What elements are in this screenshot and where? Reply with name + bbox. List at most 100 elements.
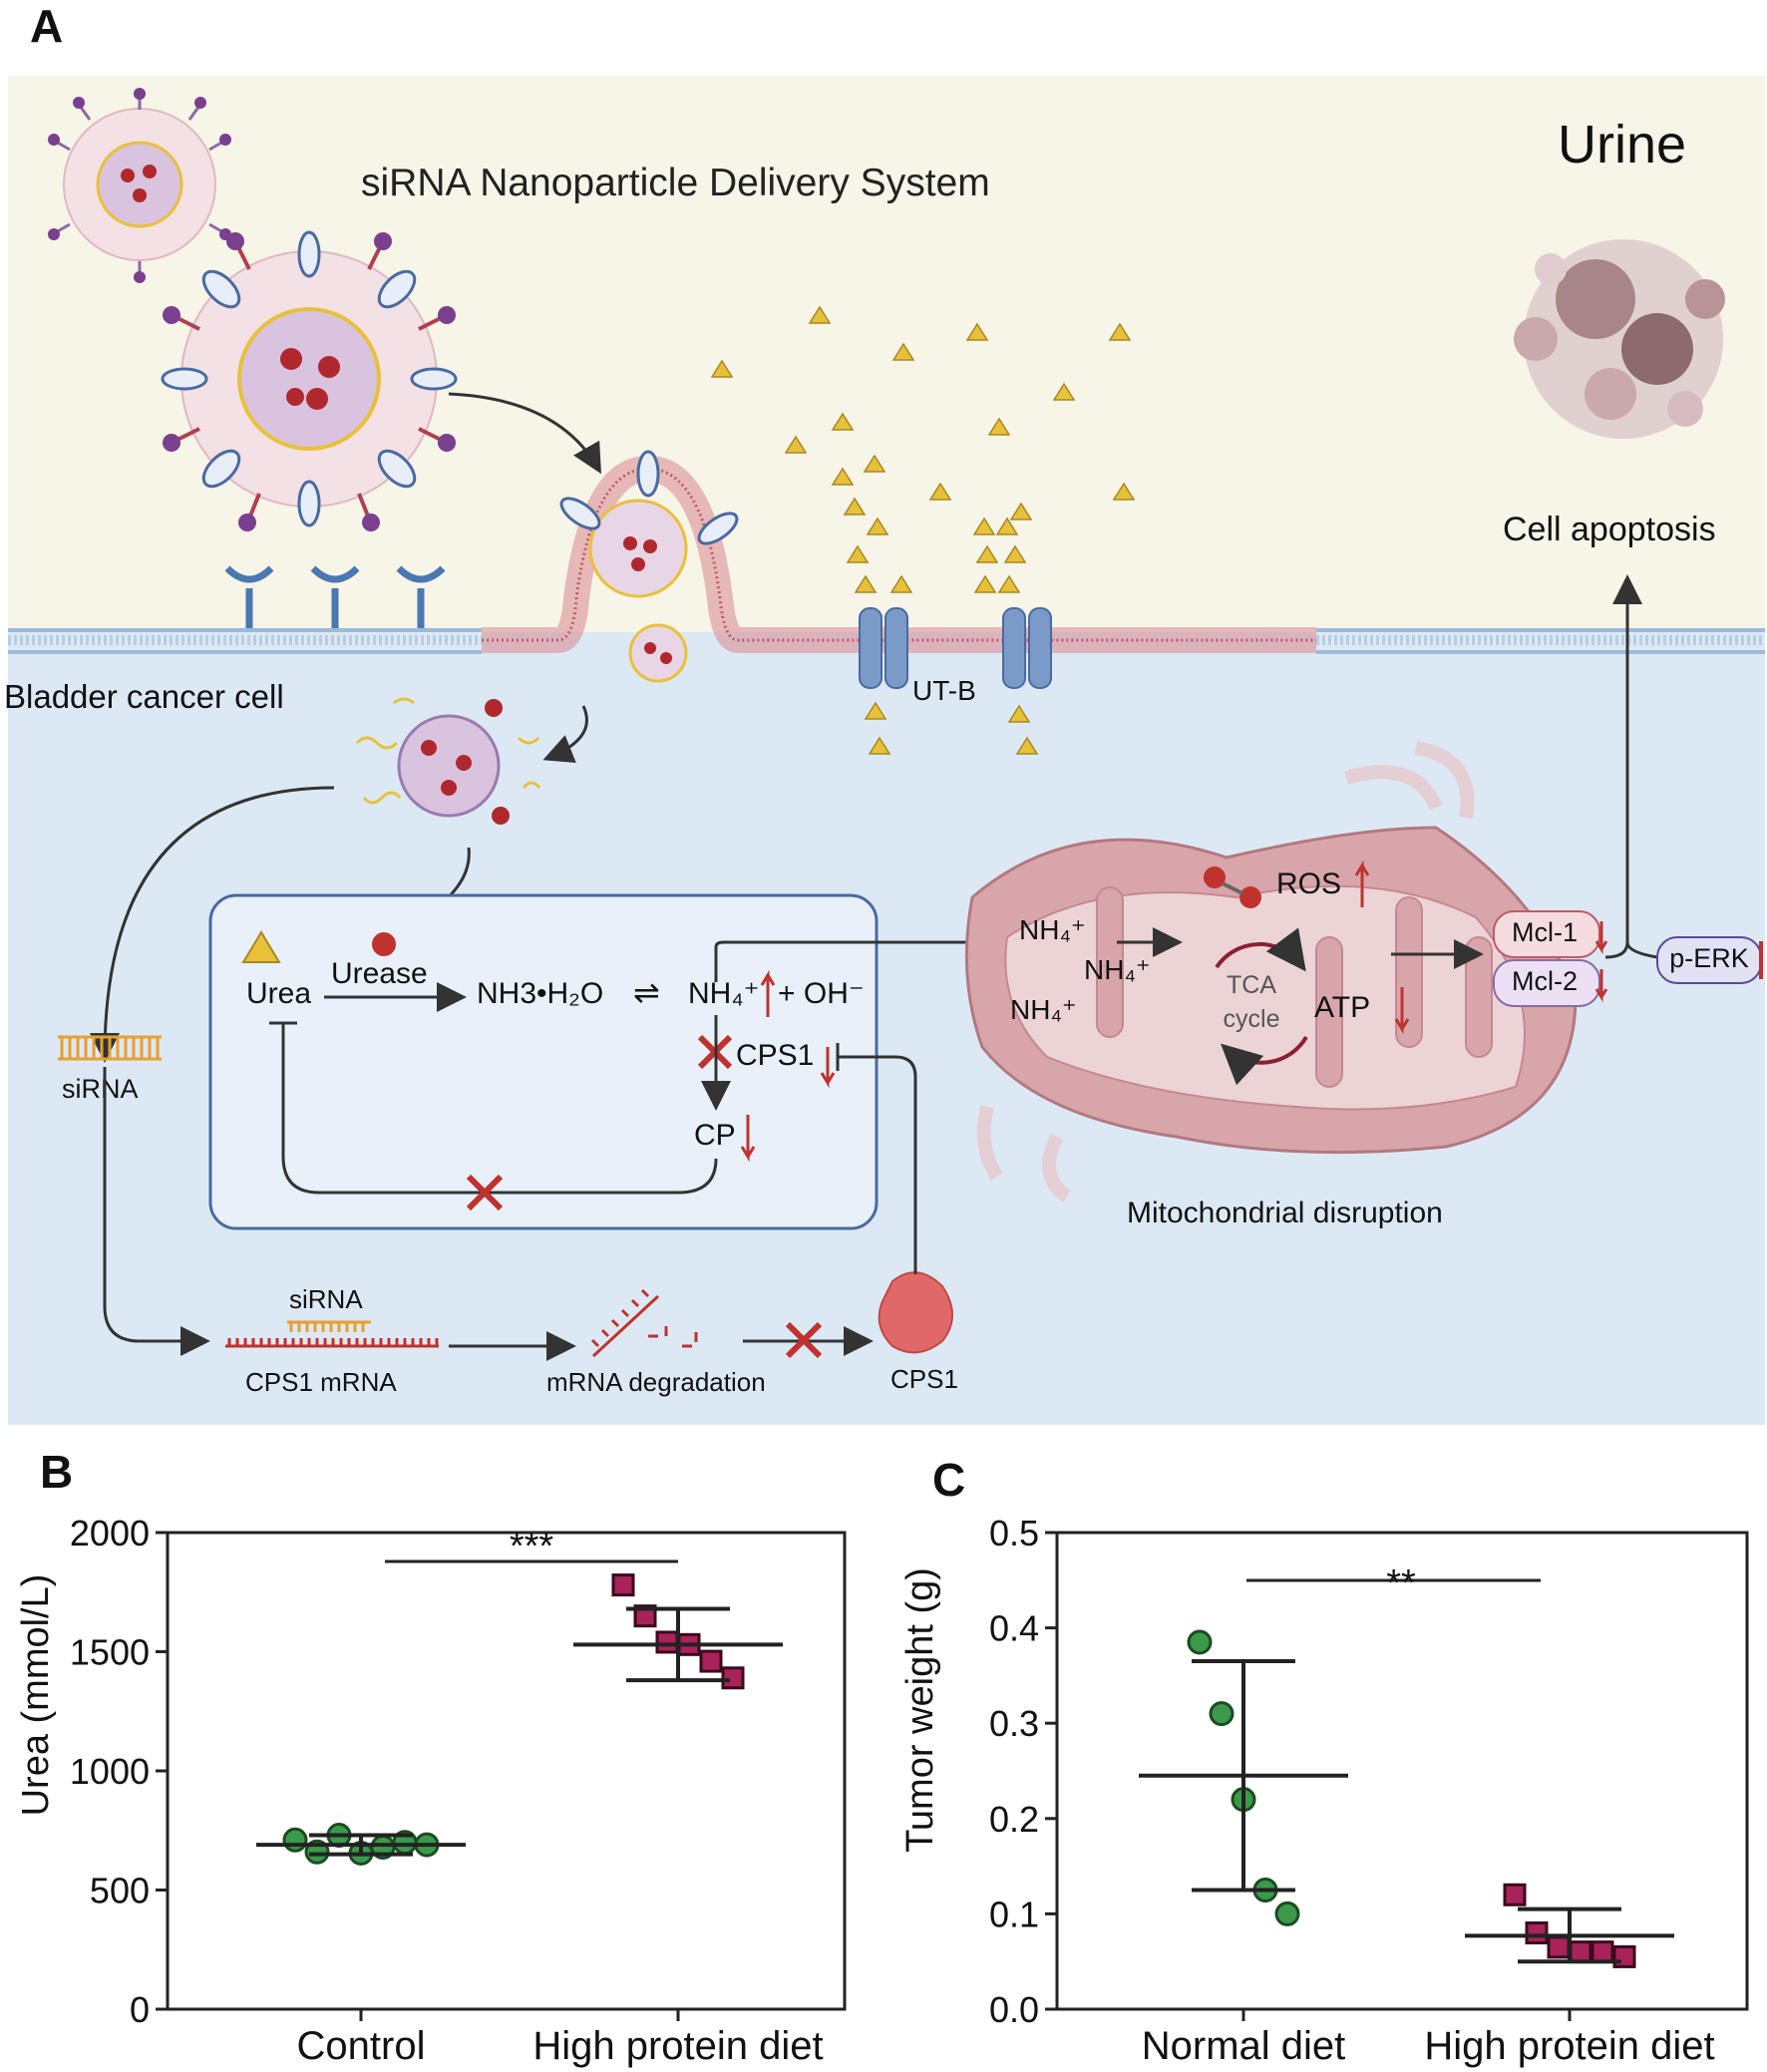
nh3-label: NH3•H₂O xyxy=(477,977,603,1010)
nanoparticle-small xyxy=(48,88,231,283)
mcl2-box xyxy=(1493,959,1600,1007)
c-point xyxy=(1612,1944,1636,1968)
mitochondrion xyxy=(964,741,1578,1203)
panel-c-y-axis: 0.00.10.20.30.40.5 xyxy=(989,1513,1057,2030)
core-to-sirna-arrow xyxy=(90,786,335,1063)
panel-b-letter: B xyxy=(40,1446,73,1498)
cp-feedback-line xyxy=(281,1023,718,1195)
cps1-protein-icon xyxy=(878,1271,953,1354)
nh4-label: NH₄⁺ xyxy=(688,977,759,1010)
cp-down-arrow xyxy=(740,1115,756,1163)
b-point xyxy=(655,1630,679,1654)
c-ytick-label: 0.3 xyxy=(989,1703,1039,1744)
panel-a: A xyxy=(4,0,1765,1425)
equilibrium-label: ⇌ xyxy=(633,974,660,1010)
mrna-fragments xyxy=(590,1288,698,1358)
nh4-to-mito-arrow xyxy=(714,927,1013,982)
urea-label: Urea xyxy=(246,977,311,1010)
b-point xyxy=(611,1573,635,1597)
atp-label: ATP xyxy=(1314,991,1370,1024)
b-xtick-label: Control xyxy=(297,2024,426,2068)
oh-label: + OH⁻ xyxy=(778,977,865,1010)
cps1-inhibit-line xyxy=(838,1055,917,1274)
apoptosis-label: Cell apoptosis xyxy=(1503,511,1716,548)
b-ytick-label: 1500 xyxy=(70,1632,150,1673)
sirna-left-label: siRNA xyxy=(62,1074,139,1104)
urine-label: Urine xyxy=(1558,115,1686,174)
sirna-bound-label: siRNA xyxy=(289,1284,363,1314)
b-ytick-label: 2000 xyxy=(70,1513,150,1554)
system-title: siRNA Nanoparticle Delivery System xyxy=(361,162,990,204)
release-arrow xyxy=(542,705,588,764)
panel-c-x-axis: Normal diet High protein diet xyxy=(1142,2009,1715,2068)
mito-nh4-b: NH₄⁺ xyxy=(1084,954,1151,985)
tca-label-2: cycle xyxy=(1224,1005,1280,1033)
c-point xyxy=(1187,1629,1213,1655)
c-point xyxy=(1503,1883,1527,1906)
sirna-to-mrna-arrow xyxy=(103,1067,210,1356)
utb-label: UT-B xyxy=(912,675,976,706)
panel-b-ylabel: Urea (mmol/L) xyxy=(15,1574,57,1817)
b-ytick-label: 1000 xyxy=(70,1751,150,1792)
urea-cycle-box xyxy=(208,893,879,1230)
cp-label: CP xyxy=(694,1119,736,1152)
c-ytick-label: 0.1 xyxy=(989,1894,1039,1934)
urea-molecules xyxy=(710,305,1136,755)
mito-nh4-c: NH₄⁺ xyxy=(1010,994,1077,1025)
c-ytick-label: 0.0 xyxy=(989,1989,1039,2030)
b-point xyxy=(633,1604,657,1628)
panel-c-ylabel: Tumor weight (g) xyxy=(899,1567,941,1853)
mcl2-label: Mcl-2 xyxy=(1512,966,1578,996)
urease-label: Urease xyxy=(331,957,428,990)
receptors xyxy=(224,565,446,628)
uptake-arrow xyxy=(448,392,601,475)
c-point xyxy=(1547,1935,1571,1959)
panel-c: C Tumor weight (g) 0.00.10.20.30.40.5 No… xyxy=(899,1454,1749,2068)
apoptotic-cell-icon xyxy=(1514,239,1725,439)
mito-nh4-a: NH₄⁺ xyxy=(1019,914,1086,945)
c-point xyxy=(1569,1940,1592,1964)
c-point xyxy=(1209,1701,1235,1727)
urea-triangle-icon xyxy=(241,930,281,963)
c-xtick-label: Normal diet xyxy=(1142,2024,1346,2068)
perk-label: p-ERK xyxy=(1669,943,1749,973)
mrna-label: CPS1 mRNA xyxy=(245,1367,397,1397)
feedback-cross xyxy=(466,1174,504,1211)
tca-label-1: TCA xyxy=(1227,971,1276,999)
c-ytick-label: 0.2 xyxy=(989,1799,1039,1840)
ros-icon xyxy=(1204,866,1261,908)
panel-b-y-axis: 0 500 1000 1500 2000 xyxy=(70,1513,168,2030)
mito-caption: Mitochondrial disruption xyxy=(1127,1197,1443,1229)
released-core xyxy=(355,697,541,825)
c-xtick-label: High protein diet xyxy=(1424,2024,1714,2068)
panel-b-plot xyxy=(166,1531,847,2011)
panel-c-letter: C xyxy=(932,1454,965,1506)
nh4-up-arrow xyxy=(760,969,776,1017)
panel-b-significance: *** xyxy=(510,1526,554,1567)
b-ytick-label: 0 xyxy=(130,1989,150,2030)
panel-a-letter: A xyxy=(30,0,63,52)
c-point xyxy=(1590,1940,1614,1964)
sirna-bound-duplex xyxy=(287,1320,371,1332)
tca-cycle-icon xyxy=(1215,927,1308,1086)
b-ytick-label: 500 xyxy=(90,1871,150,1911)
translation-block-cross xyxy=(785,1321,823,1359)
b-point xyxy=(721,1666,745,1690)
mcl1-box xyxy=(1493,910,1600,958)
mcl1-label: Mcl-1 xyxy=(1512,917,1578,947)
mcl2-down-arrow xyxy=(1594,969,1608,1003)
c-point xyxy=(1274,1900,1300,1926)
cps1-down-arrow xyxy=(820,1047,836,1089)
c-point xyxy=(1525,1921,1549,1945)
cps1-label: CPS1 xyxy=(736,1039,814,1072)
ros-up-arrow xyxy=(1354,860,1370,907)
c-ytick-label: 0.4 xyxy=(989,1608,1039,1649)
utb-transporter xyxy=(859,607,1052,689)
cps1-mrna xyxy=(225,1338,439,1348)
b-point xyxy=(699,1649,723,1673)
b-point xyxy=(282,1827,308,1853)
mcl1-down-arrow xyxy=(1594,921,1608,955)
panel-c-plot xyxy=(1055,1531,1749,2011)
